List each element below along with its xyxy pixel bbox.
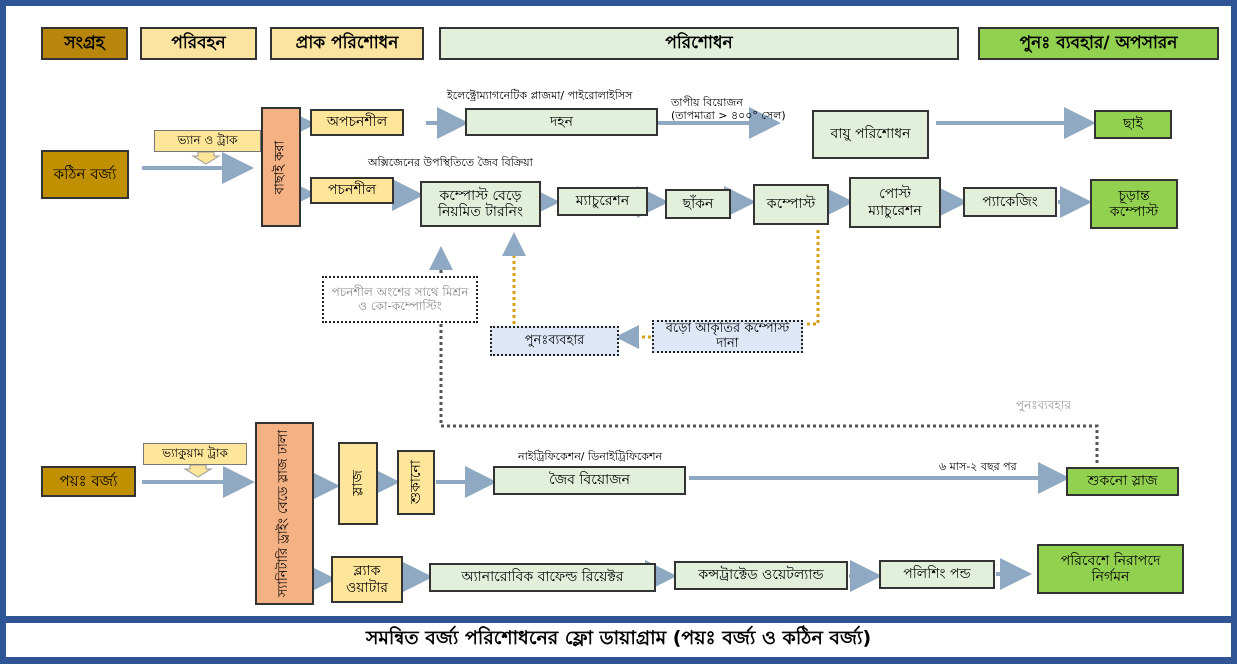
wetland-box: কন্সট্রাক্টেড ওয়েটল্যান্ড — [674, 561, 848, 590]
sorting-box: বাছাই করা — [261, 107, 301, 227]
vacuum-truck-label: ভ্যাকুয়াম ট্রাক — [143, 443, 247, 465]
co-composting-box: পচনশীল অংশের সাথে মিশ্রন ও কো-কম্পোস্টিং — [322, 276, 478, 323]
diagram-caption: সমন্বিত বর্জ্য পরিশোধনের ফ্লো ডায়াগ্রাম… — [6, 623, 1231, 657]
dry-sludge-box: শুকনো স্লাজ — [1066, 467, 1179, 496]
nitrification-note: নাইট্রিফিকেশন/ ডিনাইট্রিফিকেশন — [518, 450, 663, 463]
truck-down-arrow — [183, 464, 213, 478]
feedback-arrow — [429, 246, 1099, 463]
reuse-note: পুনঃব্যবহার — [1016, 398, 1071, 412]
bio-decomposition-box: জৈব বিয়োজন — [493, 466, 686, 495]
compost-box: কম্পোস্ট — [753, 184, 829, 225]
feedback-arrow — [806, 230, 820, 326]
post-maturation-box: পোস্ট ম্যাচুরেশন — [849, 177, 941, 228]
packaging-box: প্যাকেজিং — [963, 187, 1057, 217]
stage-treatment: পরিশোধন — [439, 27, 959, 60]
compost-bed-box: কম্পোস্ট বেড়ে নিয়মিত টারনিং — [420, 181, 541, 227]
black-water-box: ব্ল্যাক ওয়াটার — [331, 556, 403, 603]
thermal-note-1: তাপীয় বিয়োজন — [671, 96, 743, 109]
drying-box: শুকানো — [397, 450, 435, 515]
duration-note: ৬ মাস-২ বছর পর — [939, 460, 1017, 473]
incineration-box: দহন — [465, 108, 658, 136]
abr-box: অ্যানারোবিক বাফেল্ড রিয়েক্টর — [429, 563, 656, 592]
stage-transport: পরিবহন — [140, 27, 257, 60]
sludge-box: স্লাজ — [338, 442, 378, 525]
safe-discharge-box: পরিবেশে নিরাপদে নির্গমন — [1037, 544, 1184, 594]
large-grains-box: বড়ো আকৃতির কম্পোস্ট দানা — [652, 320, 803, 353]
air-treatment-box: বায়ু পরিশোধন — [812, 110, 929, 159]
connector-arrows — [142, 107, 1099, 595]
maturation-box: ম্যাচুরেশন — [557, 187, 648, 216]
degradable-box: পচনশীল — [310, 177, 394, 204]
fecal-sludge-source: পয়ঃ বর্জ্য — [41, 466, 136, 497]
diagram-canvas: সংগ্রহ পরিবহন প্রাক পরিশোধন পরিশোধন পুনঃ… — [6, 6, 1231, 616]
thermal-note-2: (তাপমাত্রা > ৪০০° সেল) — [671, 109, 786, 122]
polishing-pond-box: পলিশিং পন্ড — [879, 560, 995, 589]
sieve-box: ছাঁকন — [665, 189, 731, 219]
ash-box: ছাই — [1094, 110, 1172, 139]
solid-waste-source: কঠিন বর্জ্য — [41, 150, 129, 199]
non-degradable-box: অপচনশীল — [310, 109, 404, 136]
bio-reaction-note: অক্সিজেনের উপস্থিতিতে জৈব বিক্রিয়া — [368, 156, 533, 169]
van-truck-label: ভ্যান ও ট্রাক — [154, 130, 261, 152]
stage-pretreatment: প্রাক পরিশোধন — [270, 27, 424, 60]
stage-collection: সংগ্রহ — [41, 27, 128, 60]
stage-reuse-disposal: পুনঃ ব্যবহার/ অপসারন — [978, 27, 1219, 60]
reuse-box: পুনঃব্যবহার — [490, 326, 619, 356]
final-compost-box: চূড়ান্ত কম্পোস্ট — [1090, 179, 1178, 229]
incineration-note: ইলেক্ট্রোম্যাগনেটিক প্লাজমা/ পাইরোলাইসিস — [447, 89, 633, 102]
truck-down-arrow — [191, 151, 221, 165]
sludge-drying-bed-box: স্যানিটারি ড্রাইং বেডে স্লাজ ঢালা — [255, 422, 314, 605]
